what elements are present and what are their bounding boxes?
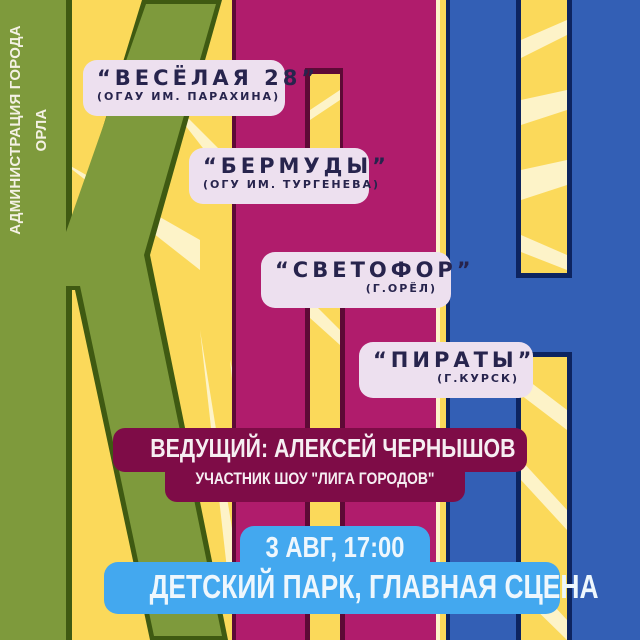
host-title: ВЕДУЩИЙ: АЛЕКСЕЙ ЧЕРНЫШОВ: [150, 433, 516, 463]
team-name: “ВЕСЁЛАЯ 28”: [97, 66, 320, 90]
letter-n: [446, 0, 640, 640]
event-place: ДЕТСКИЙ ПАРК, ГЛАВНАЯ СЦЕНА: [149, 568, 599, 605]
event-date-time: 3 АВГ, 17:00: [265, 532, 405, 564]
team-card-piraty: “ПИРАТЫ” (Г.КУРСК): [359, 342, 533, 398]
team-affiliation: (Г.ОРЁЛ): [365, 282, 437, 295]
team-card-svetofor: “СВЕТОФОР” (Г.ОРЁЛ): [261, 252, 475, 308]
team-affiliation: (ОГАУ ИМ. ПАРАХИНА): [97, 90, 281, 103]
team-name: “СВЕТОФОР”: [275, 258, 475, 282]
host-subtitle: УЧАСТНИК ШОУ "ЛИГА ГОРОДОВ": [195, 469, 435, 488]
host-box: ВЕДУЩИЙ: АЛЕКСЕЙ ЧЕРНЫШОВ: [113, 428, 527, 472]
team-name: “ПИРАТЫ”: [373, 348, 536, 372]
team-card-bermudy: “БЕРМУДЫ” (ОГУ ИМ. ТУРГЕНЕВА): [189, 148, 390, 204]
team-affiliation: (Г.КУРСК): [437, 372, 519, 385]
team-card-veselaya-28: “ВЕСЁЛАЯ 28” (ОГАУ ИМ. ПАРАХИНА): [83, 60, 320, 116]
team-affiliation: (ОГУ ИМ. ТУРГЕНЕВА): [203, 178, 381, 191]
organizer-label: АДМИНИСТРАЦИЯ ГОРОДА ОРЛА: [7, 25, 50, 235]
place-box: [104, 562, 560, 614]
team-name: “БЕРМУДЫ”: [203, 154, 390, 178]
